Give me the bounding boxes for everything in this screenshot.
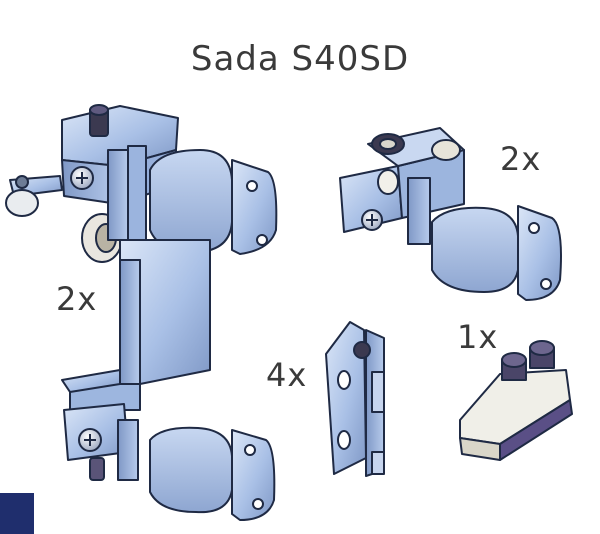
- stopper-block-quantity: 1x: [457, 318, 499, 356]
- hinge-plate: [325, 321, 385, 477]
- hex-screw-icon: [89, 457, 105, 481]
- large-bracket: [5, 104, 278, 521]
- large-bracket-quantity: 2x: [56, 280, 98, 318]
- hinge-plate-quantity: 4x: [266, 356, 308, 394]
- hex-screw-icon: [353, 341, 371, 359]
- roller-unit: [339, 127, 562, 301]
- roller-unit-quantity: 2x: [500, 140, 542, 178]
- corner-logo-mark: [0, 493, 34, 534]
- product-title: Sada S40SD: [190, 38, 410, 79]
- hex-screw-icon: [529, 340, 555, 356]
- hex-screw-icon: [501, 352, 527, 368]
- wheel-axle: [15, 175, 29, 189]
- stopper-block: [459, 340, 573, 461]
